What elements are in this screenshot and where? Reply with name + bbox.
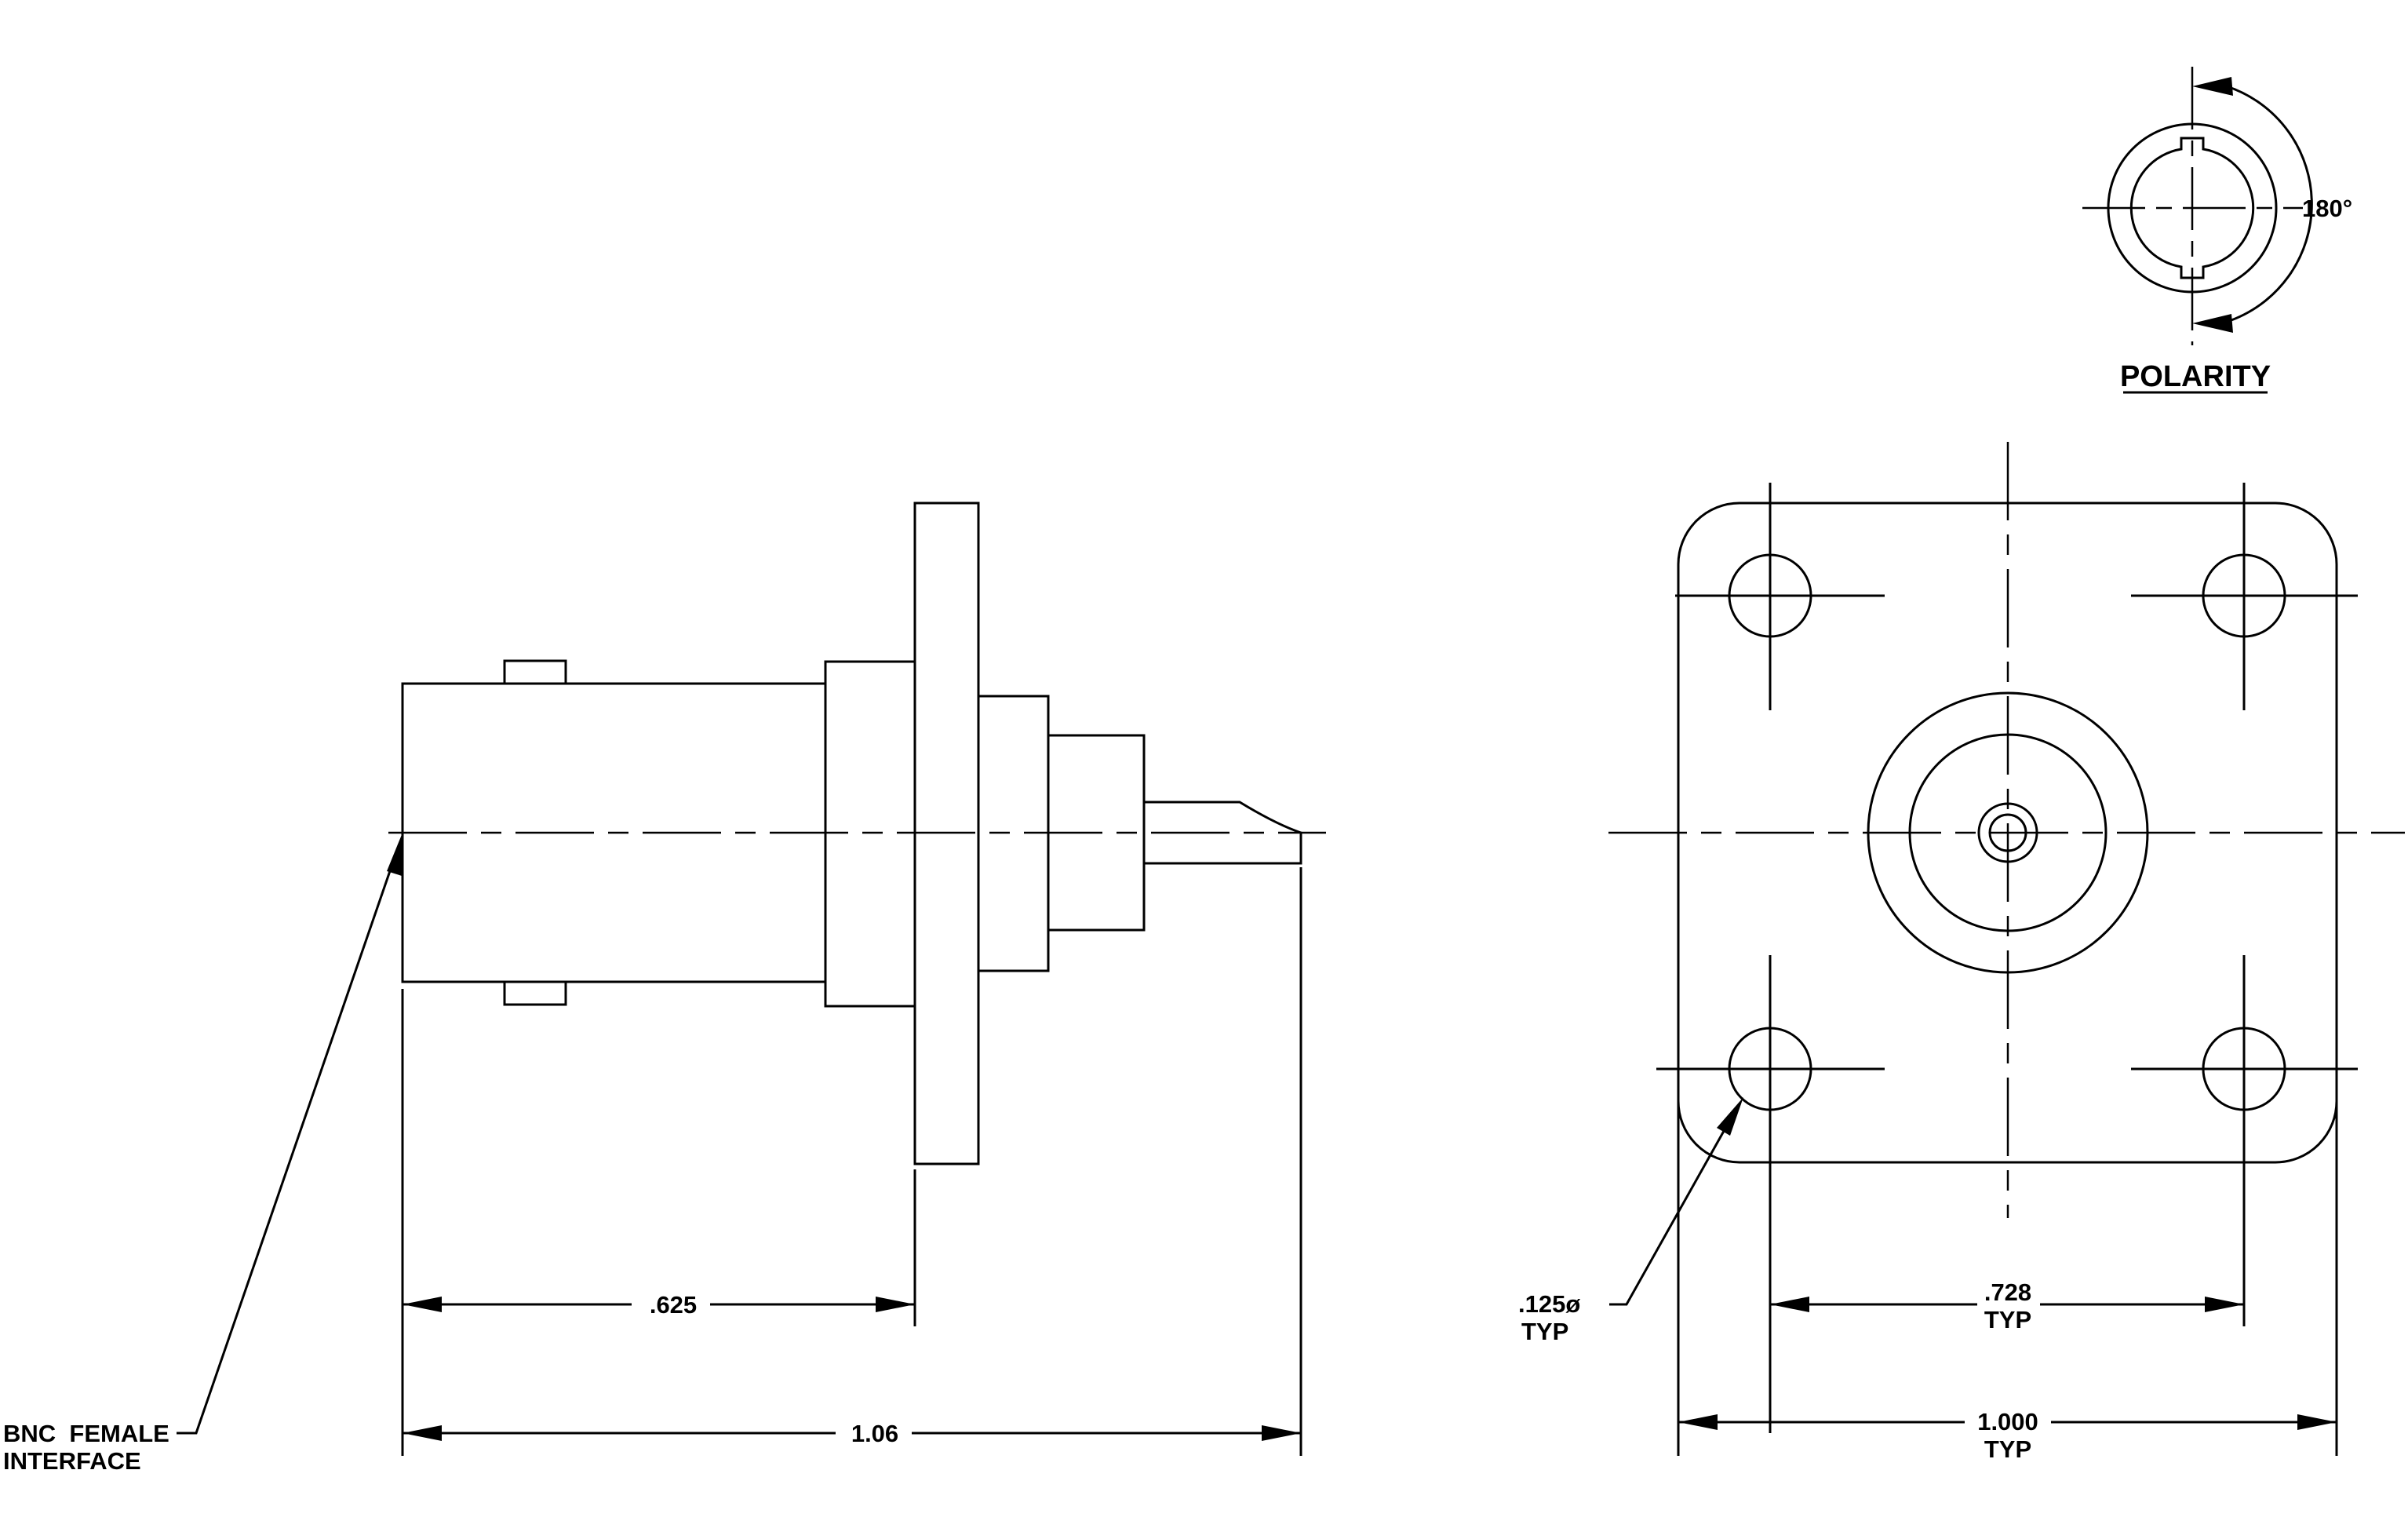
dim-106: 1.06 [403, 1420, 1301, 1447]
bnc-interface-label-1: BNC FEMALE [3, 1420, 169, 1447]
center-contact-inner [1988, 813, 2027, 852]
polarity-angle-arc [2226, 85, 2313, 323]
polarity-arrow-top [2192, 77, 2233, 96]
dim-728-label: .728 [1984, 1278, 2031, 1306]
bnc-interface-label-2: INTERFACE [3, 1447, 141, 1475]
polarity-keyed-profile [2129, 137, 2255, 279]
dim-1000-typ: TYP [1984, 1435, 2031, 1463]
dim-106-label: 1.06 [851, 1420, 898, 1447]
dim-1000-label: 1.000 [1977, 1408, 2038, 1435]
dim-625-label: .625 [650, 1291, 697, 1319]
side-view: .625 1.06 BNC FEMALE INTERFACE [3, 502, 1326, 1475]
mounting-hole-br [2131, 955, 2358, 1326]
polarity-view: 180° POLARITY [2082, 67, 2352, 394]
center-contact-outer [1977, 802, 2038, 863]
connector-inner-ring [1908, 733, 2107, 932]
dim-1000: 1.000 TYP [1678, 1408, 2337, 1463]
mounting-hole-bl [1656, 955, 1885, 1433]
front-view: .728 TYP 1.000 TYP .125ø TYP [1518, 442, 2405, 1463]
polarity-angle-label: 180° [2302, 195, 2352, 222]
body-step [824, 660, 916, 1008]
hole-dia-typ: TYP [1521, 1318, 1568, 1345]
dim-728-typ: TYP [1984, 1306, 2031, 1333]
bayonet-pin-bottom [503, 980, 567, 1006]
mounting-hole-tl [1675, 483, 1885, 710]
dim-625: .625 [403, 1291, 915, 1319]
connector-outer-ring [1867, 691, 2149, 974]
bnc-interface-callout: BNC FEMALE INTERFACE [3, 833, 403, 1475]
polarity-arrow-bottom [2192, 314, 2233, 333]
mounting-hole-tr [2131, 483, 2358, 710]
hole-dia-label: .125ø [1518, 1290, 1580, 1318]
dim-728: .728 TYP [1770, 1278, 2244, 1333]
hole-dia-callout: .125ø TYP [1518, 1097, 1743, 1345]
polarity-title: POLARITY [2120, 360, 2271, 393]
bayonet-pin-top [503, 659, 567, 685]
